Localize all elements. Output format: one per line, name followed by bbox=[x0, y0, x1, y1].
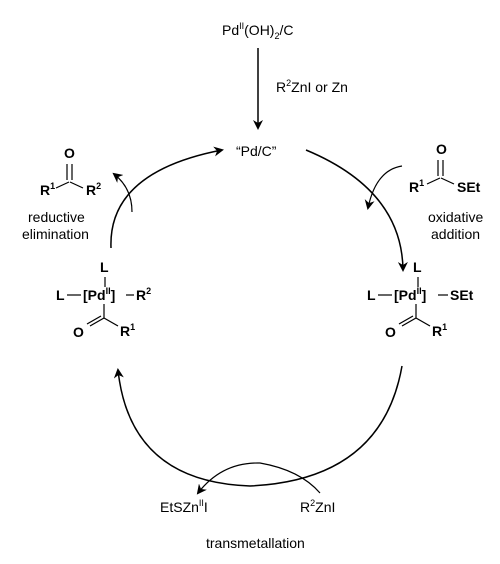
svg-text:R2: R2 bbox=[86, 181, 101, 198]
oxidative-label-1: oxidative bbox=[428, 209, 483, 225]
svg-text:L: L bbox=[413, 259, 422, 275]
organozinc-reagent: R2ZnI bbox=[300, 498, 335, 515]
thioester-entry-arrow bbox=[364, 165, 403, 210]
catalyst-label: “Pd/C” bbox=[236, 143, 277, 159]
svg-text:[PdII]: [PdII] bbox=[394, 286, 426, 303]
svg-text:R1: R1 bbox=[120, 322, 135, 339]
oxidative-label-2: addition bbox=[431, 226, 480, 242]
cycle-arrow-reductive-elimination bbox=[110, 146, 224, 249]
svg-text:R1: R1 bbox=[409, 178, 424, 195]
cycle-arrow-oxidative-addition bbox=[305, 149, 408, 272]
svg-text:SEt: SEt bbox=[450, 287, 474, 303]
ketone-exit-arrow bbox=[112, 172, 133, 213]
acyl-palladium-alkyl-complex: L L [PdII] R2 O R1 bbox=[56, 259, 151, 340]
acyl-palladium-thiolate-complex: L L [PdII] SEt O R1 bbox=[367, 259, 474, 340]
precatalyst-label: PdII(OH)2/C bbox=[222, 21, 293, 41]
svg-text:L: L bbox=[100, 259, 109, 275]
svg-text:R2: R2 bbox=[136, 286, 151, 303]
svg-text:O: O bbox=[436, 141, 447, 157]
svg-text:O: O bbox=[64, 145, 75, 161]
zinc-thiolate-byproduct: EtSZnIII bbox=[160, 498, 208, 515]
zinc-exchange-arrow bbox=[196, 462, 321, 495]
reductive-label-2: elimination bbox=[22, 226, 89, 242]
svg-text:R1: R1 bbox=[432, 322, 447, 339]
svg-text:O: O bbox=[73, 324, 84, 340]
thioester-structure: O R1 SEt bbox=[409, 141, 481, 195]
reductive-label-1: reductive bbox=[28, 209, 85, 225]
svg-text:R1: R1 bbox=[40, 181, 55, 198]
svg-text:L: L bbox=[56, 287, 65, 303]
svg-text:SEt: SEt bbox=[457, 179, 481, 195]
cycle-arrow-transmetallation bbox=[113, 365, 403, 487]
svg-text:L: L bbox=[367, 287, 376, 303]
reduction-label: R2ZnI or Zn bbox=[276, 78, 348, 95]
ketone-structure: O R1 R2 bbox=[40, 145, 101, 198]
svg-text:O: O bbox=[385, 324, 396, 340]
svg-text:[PdII]: [PdII] bbox=[83, 286, 115, 303]
transmetallation-label: transmetallation bbox=[206, 535, 305, 551]
